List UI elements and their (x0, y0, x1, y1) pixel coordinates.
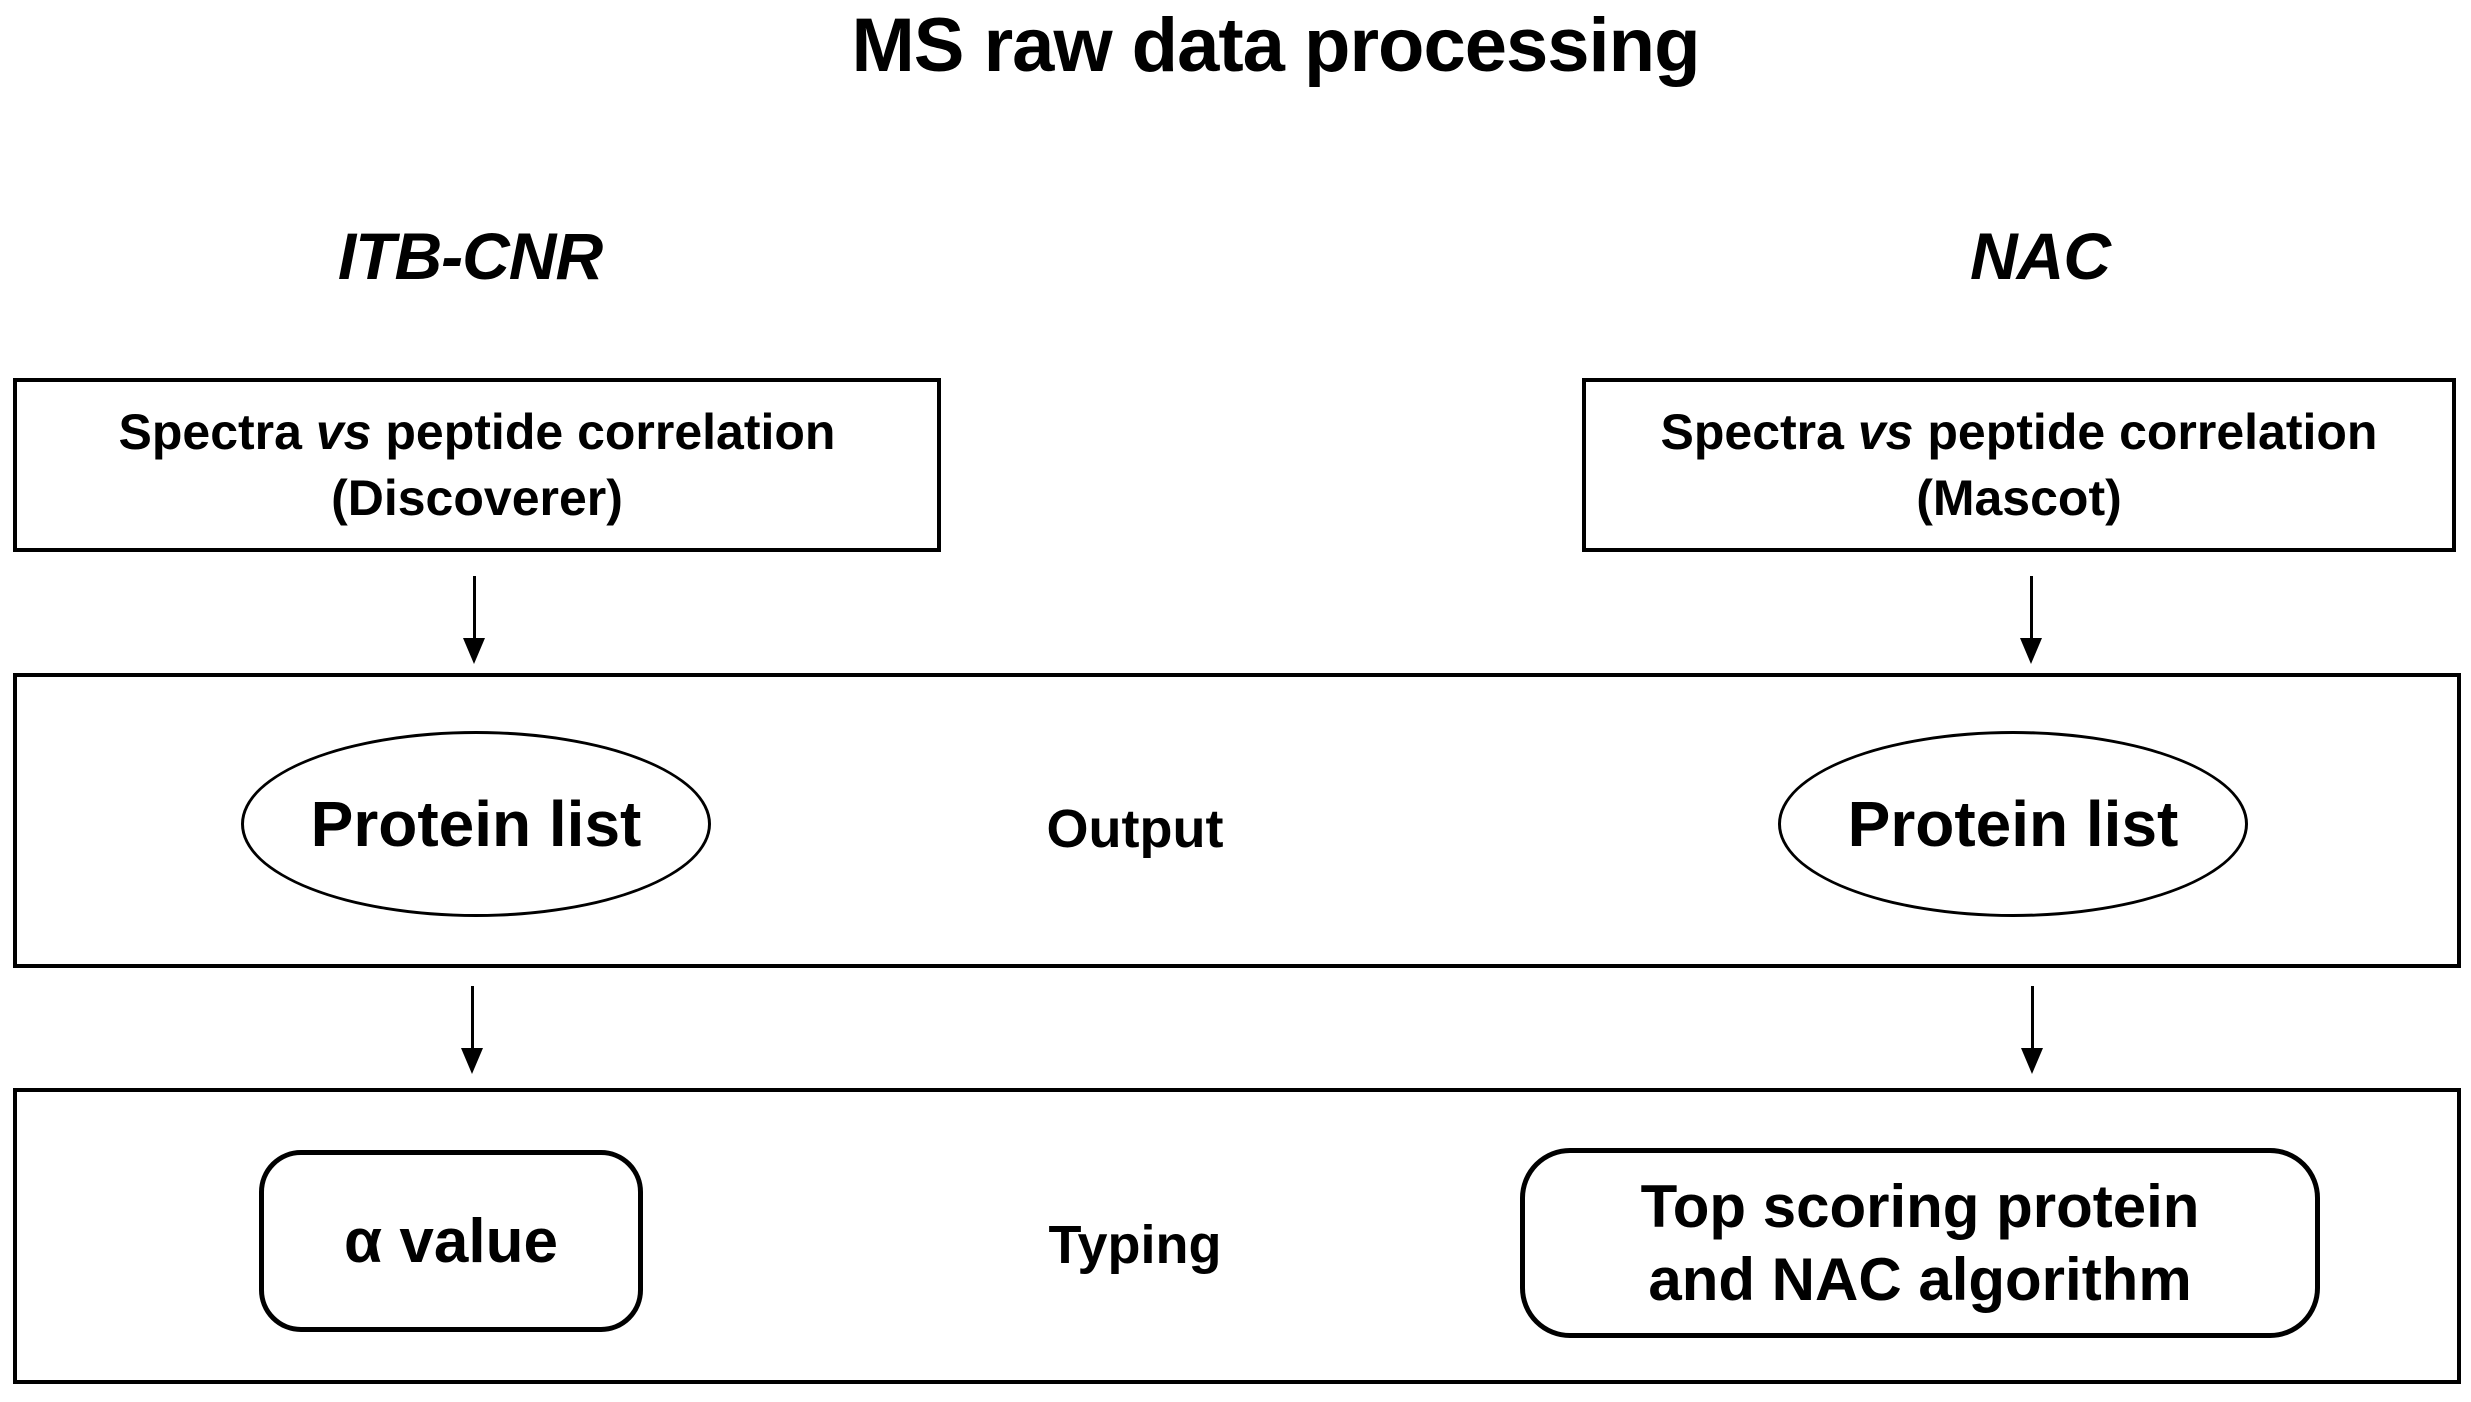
alpha-value-node: α value (259, 1150, 643, 1332)
down-arrow-icon-output-to-typing-right (2020, 986, 2044, 1074)
protein-list-node-itb: Protein list (241, 731, 711, 917)
output-row-label: Output (1046, 799, 1224, 859)
down-arrow-icon-discoverer-to-output (462, 576, 486, 664)
spectra-correlation-line2: (Mascot) (1916, 470, 2122, 526)
protein-list-node-nac: Protein list (1778, 731, 2248, 917)
spectra-correlation-line1: Spectra vs peptide correlation (1660, 404, 2378, 460)
typing-row-label: Typing (1048, 1215, 1222, 1275)
down-arrow-icon-mascot-to-output (2019, 576, 2043, 664)
down-arrow-icon-output-to-typing-left (460, 986, 484, 1074)
spectra-correlation-box-mascot: Spectra vs peptide correlation (Mascot) (1582, 378, 2456, 552)
spectra-correlation-line1: Spectra vs peptide correlation (118, 404, 836, 460)
column-label-nac: NAC (1970, 219, 2111, 293)
top-scoring-line1: Top scoring protein (1640, 1172, 2200, 1240)
page-title: MS raw data processing (851, 3, 1700, 88)
top-scoring-protein-node: Top scoring protein and NAC algorithm (1520, 1148, 2320, 1338)
arrow-shaft (470, 986, 474, 1050)
arrow-head (463, 638, 485, 664)
arrow-head (461, 1048, 483, 1074)
spectra-correlation-box-discoverer: Spectra vs peptide correlation (Discover… (13, 378, 941, 552)
vs-emphasis: vs (1857, 404, 1914, 460)
top-scoring-line2: and NAC algorithm (1648, 1246, 2192, 1313)
arrow-shaft (2030, 986, 2034, 1050)
arrow-shaft (2029, 576, 2033, 640)
vs-emphasis: vs (315, 404, 372, 460)
arrow-head (2021, 1048, 2043, 1074)
column-label-itb-cnr: ITB-CNR (337, 219, 603, 293)
arrow-head (2020, 638, 2042, 664)
arrow-shaft (472, 576, 476, 640)
spectra-correlation-line2: (Discoverer) (331, 470, 623, 526)
